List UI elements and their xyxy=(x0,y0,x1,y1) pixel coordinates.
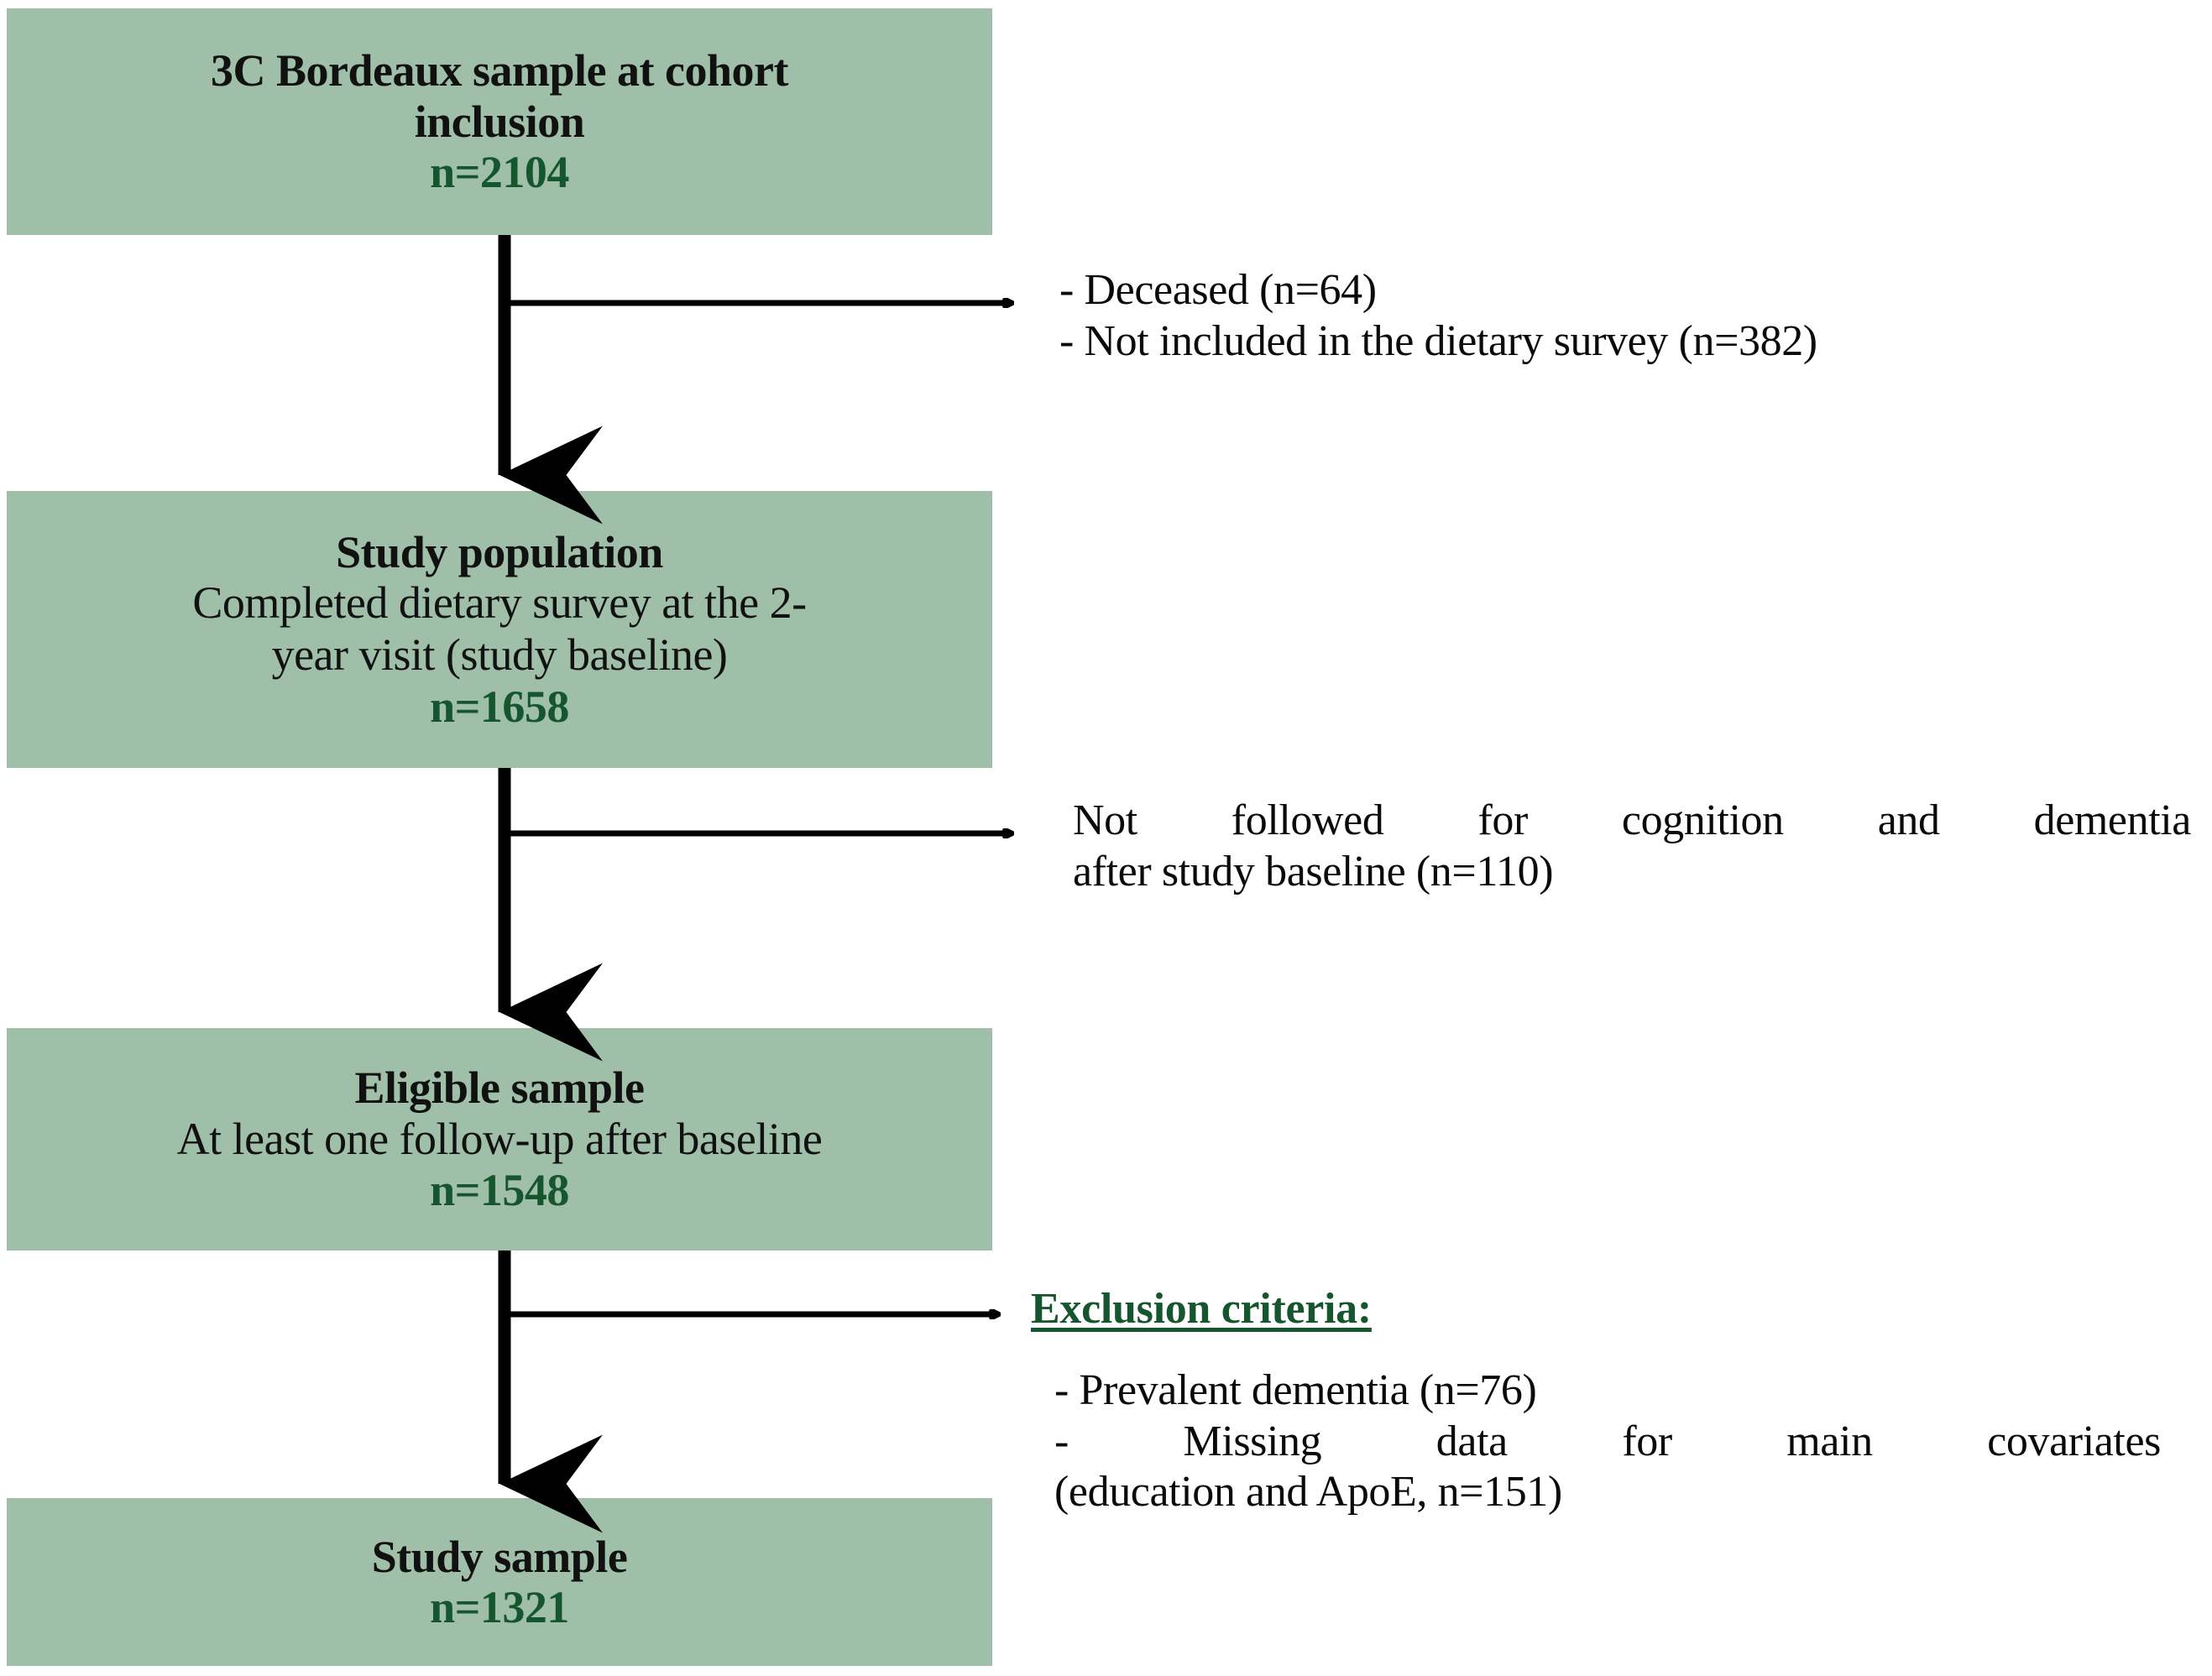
box-population-subtitle-line2: year visit (study baseline) xyxy=(271,629,728,680)
box-eligible-subtitle: At least one follow-up after baseline xyxy=(176,1113,823,1164)
box-cohort-title-line1: 3C Bordeaux sample at cohort xyxy=(211,45,788,97)
note-not-followed-line1: Not followed for cognition and dementia xyxy=(1073,796,2191,844)
box-eligible-title: Eligible sample xyxy=(354,1063,645,1114)
exclusion-item-missing-data-line2: (education and ApoE, n=151) xyxy=(1054,1468,1562,1517)
box-sample-count: n=1321 xyxy=(430,1582,569,1632)
exclusion-criteria-heading: Exclusion criteria: xyxy=(1031,1285,1372,1333)
box-cohort-count: n=2104 xyxy=(430,147,569,198)
note-exclusion-criteria: Exclusion criteria: - Prevalent dementia… xyxy=(1031,1284,2181,1518)
box-cohort-title-line2: inclusion xyxy=(414,96,585,147)
note-excluded-line-deceased: - Deceased (n=64) xyxy=(1059,266,1377,314)
box-sample-title: Study sample xyxy=(371,1531,628,1582)
exclusion-item-missing-data-line1: - Missing data for main covariates xyxy=(1054,1417,2161,1465)
flow-box-eligible-sample: Eligible sample At least one follow-up a… xyxy=(7,1028,992,1250)
exclusion-criteria-list: - Prevalent dementia (n=76) - Missing da… xyxy=(1054,1365,2161,1518)
note-not-followed-line2: after study baseline (n=110) xyxy=(1073,847,1554,895)
note-excluded-at-inclusion: - Deceased (n=64) - Not included in the … xyxy=(1059,265,2201,368)
box-population-subtitle-line1: Completed dietary survey at the 2- xyxy=(192,577,807,629)
flow-box-study-sample: Study sample n=1321 xyxy=(7,1498,992,1666)
note-excluded-line-not-included: - Not included in the dietary survey (n=… xyxy=(1059,316,1817,365)
box-eligible-count: n=1548 xyxy=(430,1165,569,1216)
box-population-title: Study population xyxy=(336,526,663,577)
flow-box-cohort-inclusion: 3C Bordeaux sample at cohort inclusion n… xyxy=(7,8,992,235)
note-not-followed-for-cognition: Not followed for cognition and dementia … xyxy=(1073,796,2191,898)
flow-box-study-population: Study population Completed dietary surve… xyxy=(7,491,992,768)
exclusion-item-prevalent-dementia: - Prevalent dementia (n=76) xyxy=(1054,1365,1537,1414)
box-population-count: n=1658 xyxy=(430,681,569,732)
